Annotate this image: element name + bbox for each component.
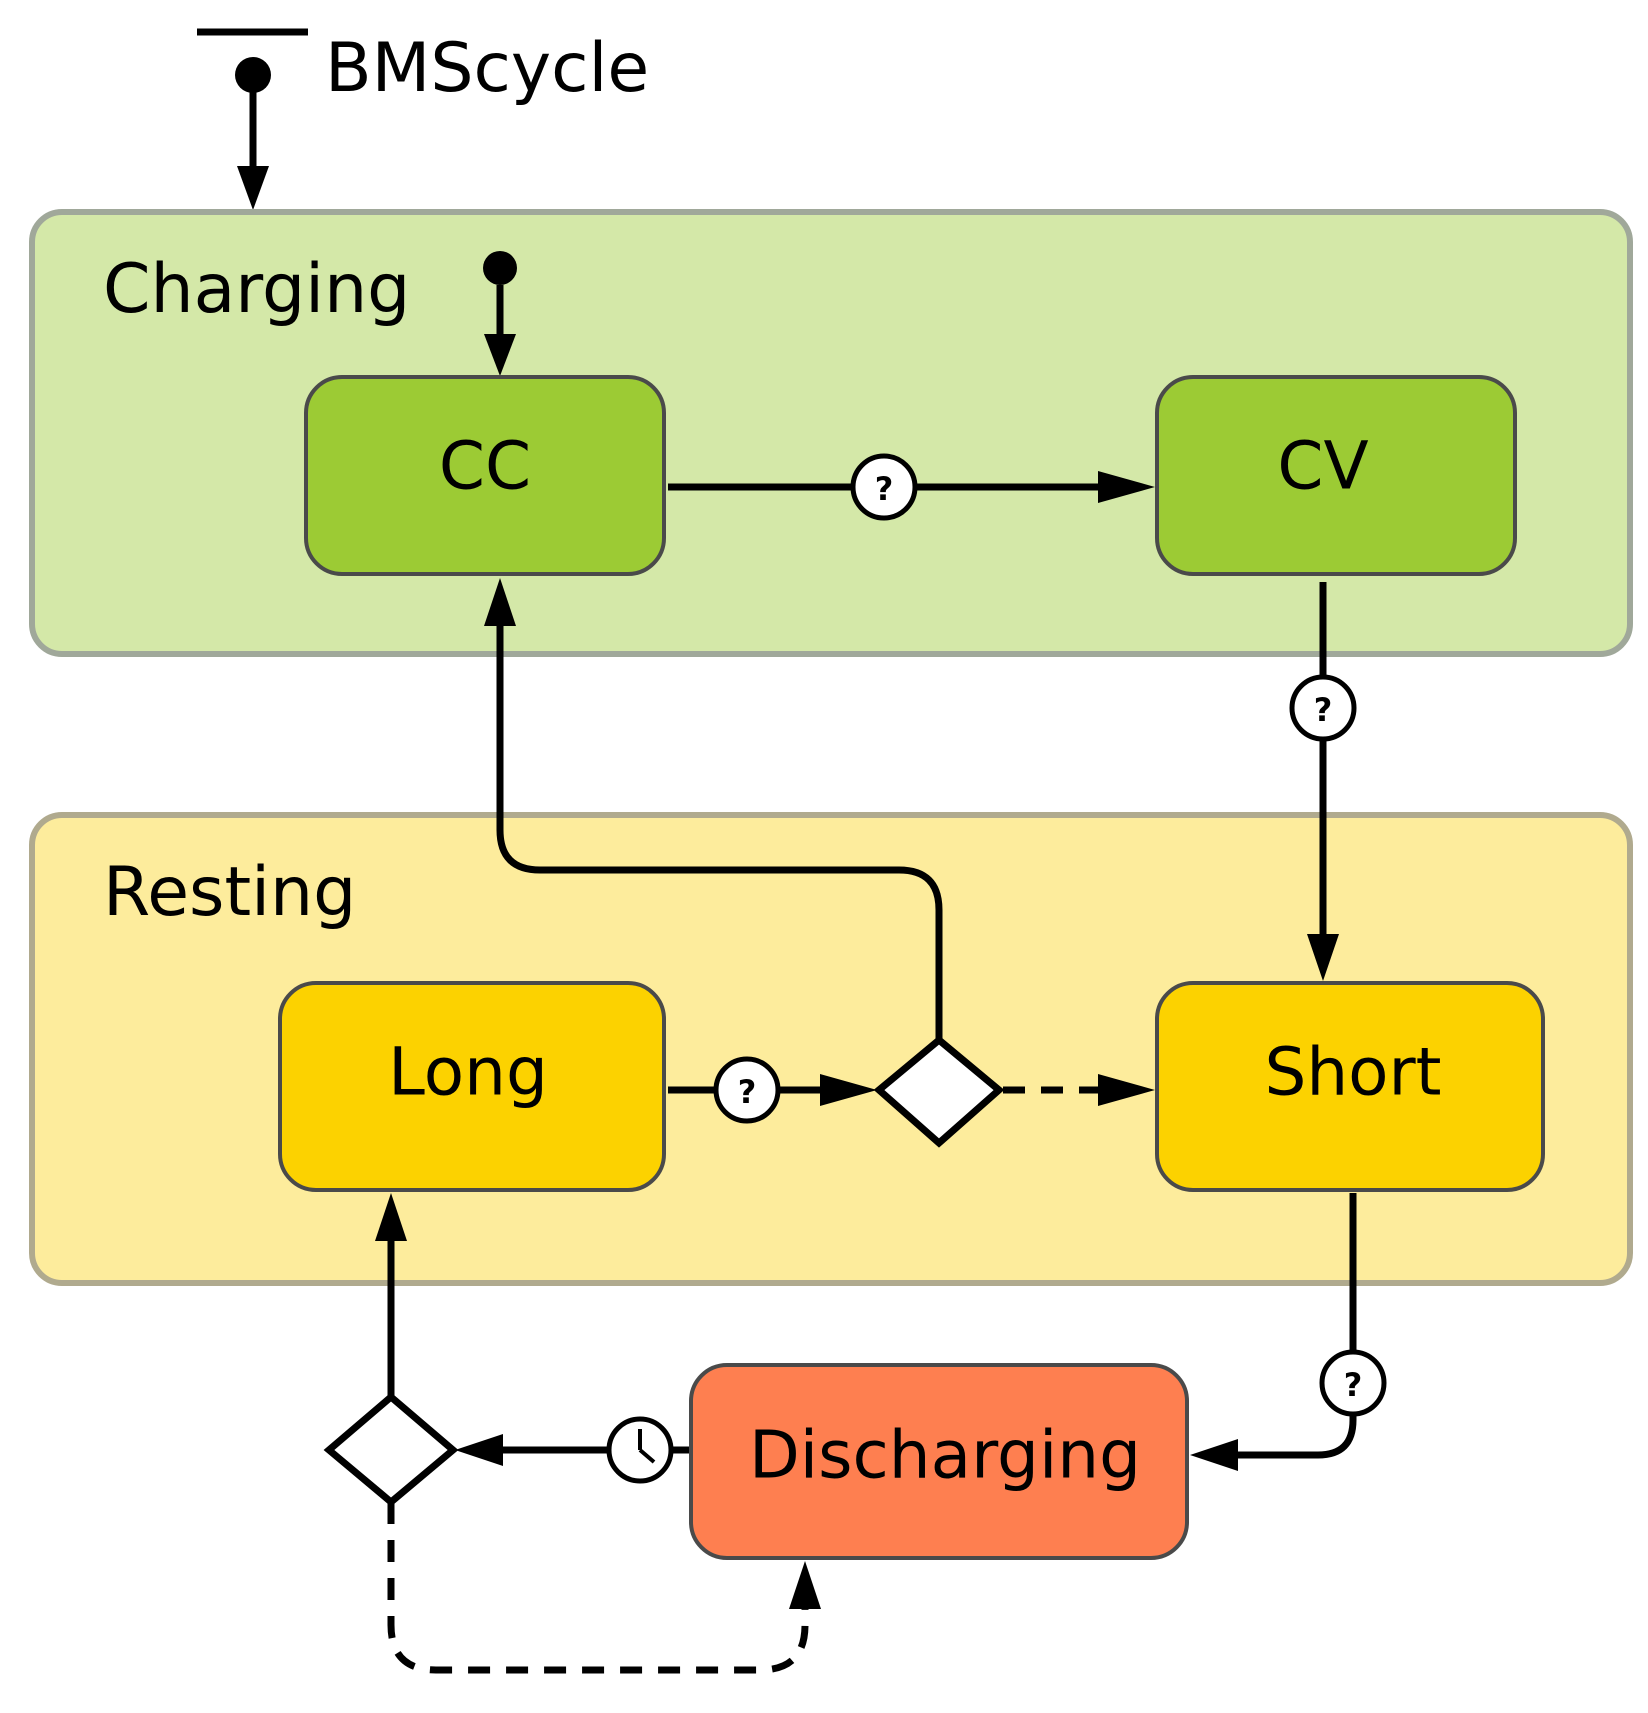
arrowhead — [375, 1193, 407, 1241]
svg-text:?: ? — [875, 470, 894, 508]
state-discharging-label: Discharging — [749, 1417, 1141, 1494]
svg-text:?: ? — [1314, 691, 1333, 729]
state-cc-label: CC — [439, 428, 531, 505]
svg-text:?: ? — [1344, 1366, 1363, 1404]
state-short-label: Short — [1264, 1034, 1441, 1111]
transition-short-to-discharging[interactable] — [1230, 1193, 1357, 1459]
svg-text:?: ? — [738, 1073, 757, 1111]
transition-choice-to-cc[interactable] — [496, 615, 943, 1040]
state-short[interactable]: Short — [1155, 981, 1545, 1192]
machine-title: BMScycle — [325, 29, 649, 108]
arrowhead — [455, 1434, 503, 1466]
state-long-label: Long — [388, 1034, 548, 1111]
initial-pseudostate-top — [197, 28, 308, 93]
guard-marker: ? — [850, 453, 918, 521]
transition-choice-to-discharging[interactable] — [387, 1502, 809, 1674]
arrowhead — [1190, 1439, 1238, 1471]
arrowhead — [789, 1561, 821, 1609]
guard-marker: ? — [1289, 674, 1357, 742]
arrowhead — [237, 166, 269, 210]
arrowhead — [1098, 471, 1155, 503]
arrowhead — [1307, 934, 1339, 981]
state-discharging[interactable]: Discharging — [689, 1363, 1189, 1560]
choice-pseudostate-lower[interactable] — [323, 1392, 459, 1507]
state-cc[interactable]: CC — [304, 375, 666, 576]
clock-icon — [606, 1416, 674, 1484]
arrowhead — [484, 578, 516, 626]
state-long[interactable]: Long — [278, 981, 666, 1192]
state-cv-label: CV — [1277, 428, 1368, 505]
guard-marker: ? — [713, 1056, 781, 1124]
group-resting-label: Resting — [103, 853, 356, 932]
arrowhead — [820, 1074, 877, 1106]
initial-pseudostate-charging — [483, 251, 517, 285]
group-charging-label: Charging — [103, 250, 410, 329]
arrowhead — [1098, 1074, 1155, 1106]
state-cv[interactable]: CV — [1155, 375, 1517, 576]
guard-marker: ? — [1319, 1349, 1387, 1417]
arrowhead — [484, 334, 516, 376]
choice-pseudostate-resting[interactable] — [873, 1035, 1005, 1148]
